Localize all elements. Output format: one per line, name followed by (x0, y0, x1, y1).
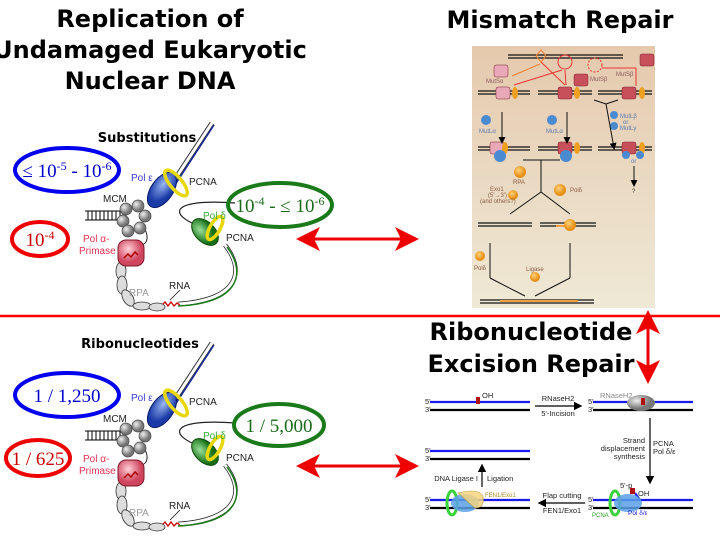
pcna-label: PCNA (226, 453, 254, 464)
flap-cutting-label: Flap cutting (543, 491, 582, 500)
three-prime-label: 3' (588, 503, 594, 512)
rnaseh2-label: RNaseH2 (542, 394, 575, 403)
rna-label: RNA (169, 501, 190, 512)
or-label-2: or (631, 159, 636, 165)
rate-pol-delta-ribo: 1 / 5,000 (232, 402, 326, 448)
svg-text:10-4 - ≤ 10-6: 10-4 - ≤ 10-6 (235, 194, 324, 217)
primase-label: Primase (79, 246, 116, 257)
rate-pol-alpha-substitution: 10-4 (10, 220, 70, 258)
displacement-label: displacement (601, 444, 646, 453)
exo1-others-label: (and others?) (480, 199, 516, 205)
strand-label: Strand (623, 436, 645, 445)
five-prime-label: 5' (588, 397, 594, 406)
five-p-label: 5'-p (620, 481, 632, 490)
three-prime-label: 3' (588, 405, 594, 414)
replication-diagram-bottom: Pol ε PCNA MCM Pol α- Primase Pol δ PCNA… (79, 343, 254, 531)
replication-diagram-top: Pol ε PCNA MCM Pol α- Primase Pol δ PCNA… (79, 123, 254, 311)
mutla-label-2: MutLα (546, 129, 563, 135)
mutsa-label: MutSα (486, 79, 504, 85)
fen1-enzyme-label: FEN1/Exo1 (485, 493, 516, 499)
rnaseh2-enzyme-label: RNaseH2 (600, 391, 633, 400)
oh-label: OH (482, 391, 493, 400)
pol-epsilon-label: Pol ε (131, 173, 153, 184)
svg-text:1 / 5,000: 1 / 5,000 (245, 416, 312, 437)
pold-label-2: Polδ (474, 266, 487, 272)
mutla-label: MutLα (479, 129, 496, 135)
mismatch-repair-figure: MutSα MutSβ MutSβ MutLα MutLα MutLβ or M… (472, 46, 655, 308)
rer-figure: 5' 3' OH 5' 3' 5' 3' 5' 3' 5' 3' 5'-p OH… (425, 391, 693, 519)
or-label: or (623, 120, 628, 126)
synthesis-label: synthesis (614, 452, 646, 461)
rate-pol-alpha-ribo: 1 / 625 (4, 438, 72, 478)
rpa-label: RPA (129, 508, 149, 519)
title-line-1: Replication of (56, 5, 244, 33)
pcna-enzyme-label: PCNA (592, 513, 609, 519)
pcna-label: PCNA (189, 397, 217, 408)
rate-pol-epsilon-ribo: 1 / 1,250 (13, 371, 121, 419)
pol-alpha-label: Pol α- (83, 234, 109, 245)
mcm-label: MCM (103, 194, 127, 205)
rer-title-line-2: Excision Repair (428, 350, 635, 378)
pold-label: Polδ (570, 188, 583, 194)
five-prime-label: 5' (425, 495, 431, 504)
replication-title: Replication of Undamaged Eukaryotic Nucl… (0, 5, 307, 95)
pol-delta-label: Pol δ (203, 211, 226, 222)
rpa-label: RPA (129, 288, 149, 299)
svg-text:1 / 1,250: 1 / 1,250 (33, 386, 100, 407)
fen1-exo1-label: FEN1/Exo1 (543, 506, 581, 515)
mutsb-label-2: MutSβ (616, 72, 634, 78)
rate-pol-delta-substitution: 10-4 - ≤ 10-6 (226, 181, 334, 229)
rate-pol-epsilon-substitution: ≤ 10-5 - 10-6 (13, 146, 121, 194)
rer-title-line-1: Ribonucleotide (430, 318, 633, 346)
pcna-label: PCNA (226, 233, 254, 244)
title-line-2: Undamaged Eukaryotic (0, 36, 307, 64)
three-prime-label: 3' (425, 454, 431, 463)
three-prime-label: 3' (425, 503, 431, 512)
mutlb-label: MutLβ (620, 114, 637, 120)
exo1-direction-label: (5'→3') (488, 193, 507, 199)
title-line-3: Nuclear DNA (65, 67, 236, 95)
incision-label: 5'-Incision (541, 409, 575, 418)
svg-text:≤ 10-5 - 10-6: ≤ 10-5 - 10-6 (22, 159, 111, 182)
ligase-label: Ligase (526, 267, 544, 273)
dna-ligase-label: DNA Ligase I (434, 474, 478, 483)
svg-text:1 / 625: 1 / 625 (12, 449, 65, 470)
pol-epsilon-label: Pol ε (131, 393, 153, 404)
five-prime-label: 5' (425, 397, 431, 406)
pol-alpha-label: Pol α- (83, 454, 109, 465)
pol-delta-label: Pol δ (203, 431, 226, 442)
five-prime-label: 5' (588, 495, 594, 504)
pol-enzyme-label: Pol δ/ε (628, 510, 648, 517)
primase-label: Primase (79, 466, 116, 477)
pcna-label: PCNA (189, 177, 217, 188)
rna-label: RNA (169, 281, 190, 292)
mcm-label: MCM (103, 414, 127, 425)
mismatch-repair-title: Mismatch Repair (447, 6, 674, 34)
three-prime-label: 3' (425, 405, 431, 414)
pcna-step-label: PCNA (653, 439, 674, 448)
ligation-label: Ligation (487, 474, 513, 483)
svg-text:10-4: 10-4 (26, 228, 55, 251)
five-prime-label: 5' (425, 446, 431, 455)
substitutions-heading: Substitutions (98, 131, 197, 146)
rpa-label: RPA (513, 180, 525, 186)
mutsb-label: MutSβ (590, 77, 608, 83)
mutlg-label: MutLγ (620, 126, 636, 132)
pol-step-label: Pol δ/ε (653, 447, 676, 456)
ribonucleotides-heading: Ribonucleotides (81, 337, 199, 352)
question-label: ? (632, 189, 636, 195)
exo1-label: Exo1 (490, 187, 504, 193)
oh-label: OH (638, 489, 649, 498)
